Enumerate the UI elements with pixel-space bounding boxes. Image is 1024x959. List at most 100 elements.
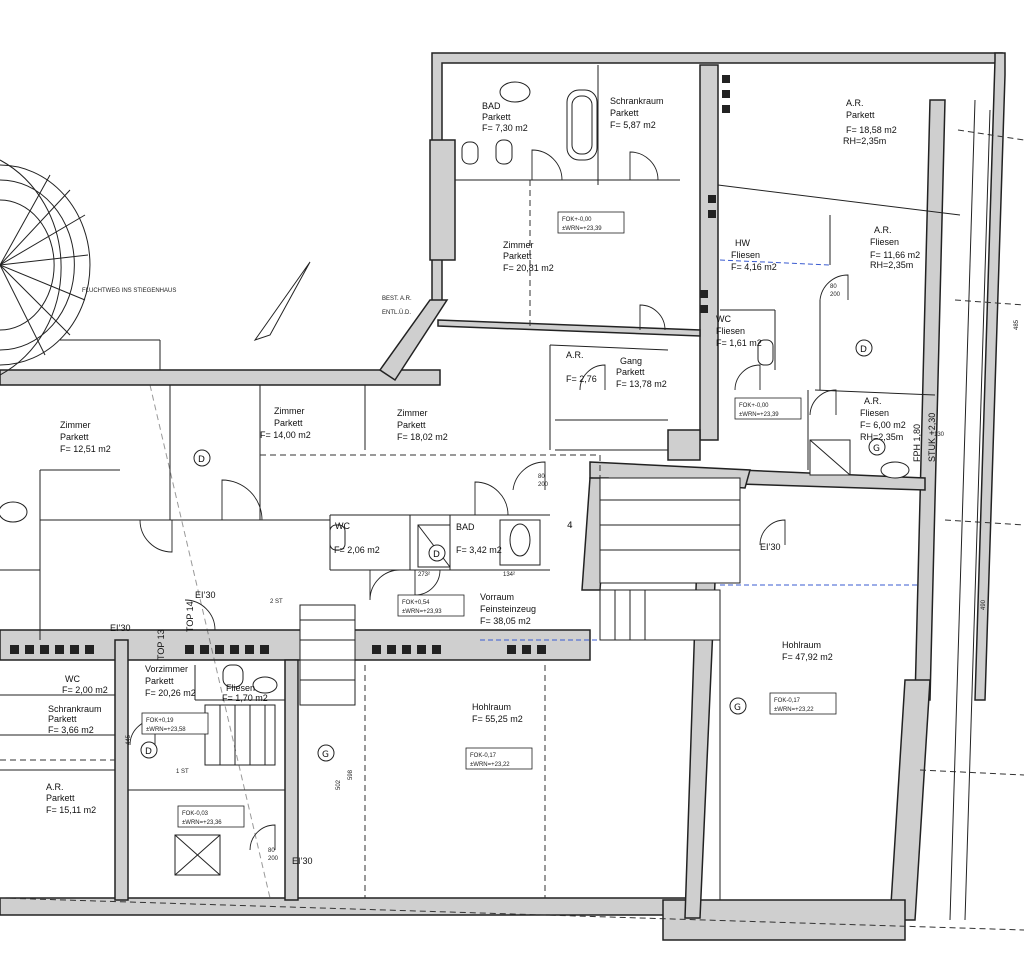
room-ar-top: A.R. Parkett F= 18,58 m2 RH=2,35m [843,98,897,146]
room-area: F= 38,05 m2 [480,616,531,626]
room-area: F= 55,25 m2 [472,714,523,724]
room-area: F= 11,66 m2 [870,250,920,260]
room-floor: Feinsteinzeug [480,604,536,614]
door-height: 200 [830,292,841,298]
level-tag: FOK+-0,00 ±WRN=+23,39 [734,397,802,420]
room-floor: Fliesen [226,683,255,693]
room-name: WC [335,521,350,531]
top-14-label: TOP 14 [185,601,195,632]
room-floor: Fliesen [731,250,760,260]
room-height: RH=2,35m [870,260,913,270]
room-hohlraum-mid: Hohlraum F= 55,25 m2 [472,702,523,724]
room-area: F= 3,42 m2 [456,545,502,555]
room-name: A.R. [864,396,882,406]
svg-text:±WRN=+23,58: ±WRN=+23,58 [146,727,186,733]
room-ar-small: A.R. F= 2,76 [566,350,597,384]
svg-text:FOK-0,03: FOK-0,03 [182,811,209,817]
escape-route-label: FLUCHTWEG INS STIEGENHAUS [82,288,176,294]
svg-text:G: G [873,444,880,454]
room-name: A.R. [566,350,584,360]
room-floor: Parkett [48,714,77,724]
room-floor: Parkett [46,793,75,803]
room-area: F= 6,00 m2 [860,420,906,430]
dimension: 490 [981,599,987,610]
room-zimmer-b: Zimmer Parkett F= 14,00 m2 [260,406,311,440]
stuk-label: STUK +2,30 [927,413,937,462]
misc-lines [0,99,1024,931]
room-area: F= 47,92 m2 [782,652,833,662]
room-name: Vorraum [480,592,514,602]
dimension: 445 [126,734,132,745]
room-floor: Parkett [397,420,426,430]
svg-text:±WRN=+23,36: ±WRN=+23,36 [182,820,222,826]
room-name: Zimmer [274,406,305,416]
room-area: F= 1,61 m2 [716,338,762,348]
marker-g: G [868,438,886,456]
level-tag: FOK-0,03 ±WRN=+23,36 [177,805,245,828]
dimension: 273² [418,572,430,578]
room-floor: Fliesen [860,408,889,418]
room-name: BAD [482,101,501,111]
door-width: 80 [268,848,275,854]
svg-text:D: D [860,345,867,355]
top-13-label: TOP 13 [156,629,166,660]
room-name: Schrankraum [48,704,102,714]
room-height: RH=2,35m [860,432,903,442]
room-floor: Parkett [60,432,89,442]
marker-d: D [428,544,446,562]
marker-d: D [855,339,873,357]
svg-text:D: D [433,550,440,560]
svg-text:±WRN=+23,39: ±WRN=+23,39 [739,412,779,418]
room-name: WC [716,314,731,324]
room-area: F= 2,00 m2 [62,685,108,695]
room-area: F= 3,66 m2 [48,725,94,735]
room-floor: Parkett [846,110,875,120]
dimension: 502 [336,779,342,790]
room-area: F= 1,70 m2 [222,693,268,703]
room-hohlraum-right: Hohlraum F= 47,92 m2 [782,640,833,662]
room-ar-left: A.R. Parkett F= 15,11 m2 [46,782,96,815]
marker-d: D [140,741,158,759]
room-name: A.R. [874,225,892,235]
room-zimmer-mid: Zimmer Parkett F= 20,81 m2 [503,240,554,273]
room-bad: BAD Parkett F= 7,30 m2 [482,101,528,133]
room-area: F= 20,26 m2 [145,688,196,698]
room-name: Gang [620,356,642,366]
room-name: Zimmer [60,420,91,430]
room-floor: Parkett [274,418,303,428]
room-height: RH=2,35m [843,136,886,146]
fph-label: FPH 1,80 [912,424,922,462]
level-tag: FOK+-0,00 ±WRN=+23,39 [557,211,625,234]
sanitary-fixtures [0,81,910,694]
svg-text:G: G [322,750,329,760]
room-name: Hohlraum [782,640,821,650]
room-ar-fliesen-1: A.R. Fliesen F= 11,66 m2 RH=2,35m [870,225,920,270]
marker-g: G [317,744,335,762]
level-tag: FOK+0,54 ±WRN=+23,93 [397,594,465,617]
room-area: F= 2,06 m2 [334,545,380,555]
room-name: Hohlraum [472,702,511,712]
duct-markers [10,75,730,654]
room-floor: Fliesen [870,237,899,247]
svg-text:±WRN=+23,39: ±WRN=+23,39 [562,226,602,232]
step-label: 1 ST [176,769,189,775]
room-vorraum: Vorraum Feinsteinzeug F= 38,05 m2 [480,592,536,626]
room-zimmer-c: Zimmer Parkett F= 18,02 m2 [397,408,448,442]
room-floor: Parkett [482,112,511,122]
door-width: 80 [830,284,837,290]
room-wc-right: WC Fliesen F= 1,61 m2 [716,314,762,348]
room-gang: Gang Parkett F= 13,78 m2 [616,356,667,389]
dimension: 598 [348,769,354,780]
svg-text:FOK+-0,00: FOK+-0,00 [562,217,592,223]
stair-flights [174,477,741,876]
room-hw: HW Fliesen F= 4,16 m2 [731,238,777,272]
svg-text:±WRN=+23,22: ±WRN=+23,22 [774,707,814,713]
best-ar-label: BEST. A.R. [382,296,412,302]
svg-text:±WRN=+23,22: ±WRN=+23,22 [470,762,510,768]
room-schrankraum-top: Schrankraum Parkett F= 5,87 m2 [610,96,664,130]
room-area: F= 20,81 m2 [503,263,554,273]
dimension: 130 [934,432,945,438]
door-width: 80 [538,474,545,480]
room-floor: Parkett [503,251,532,261]
